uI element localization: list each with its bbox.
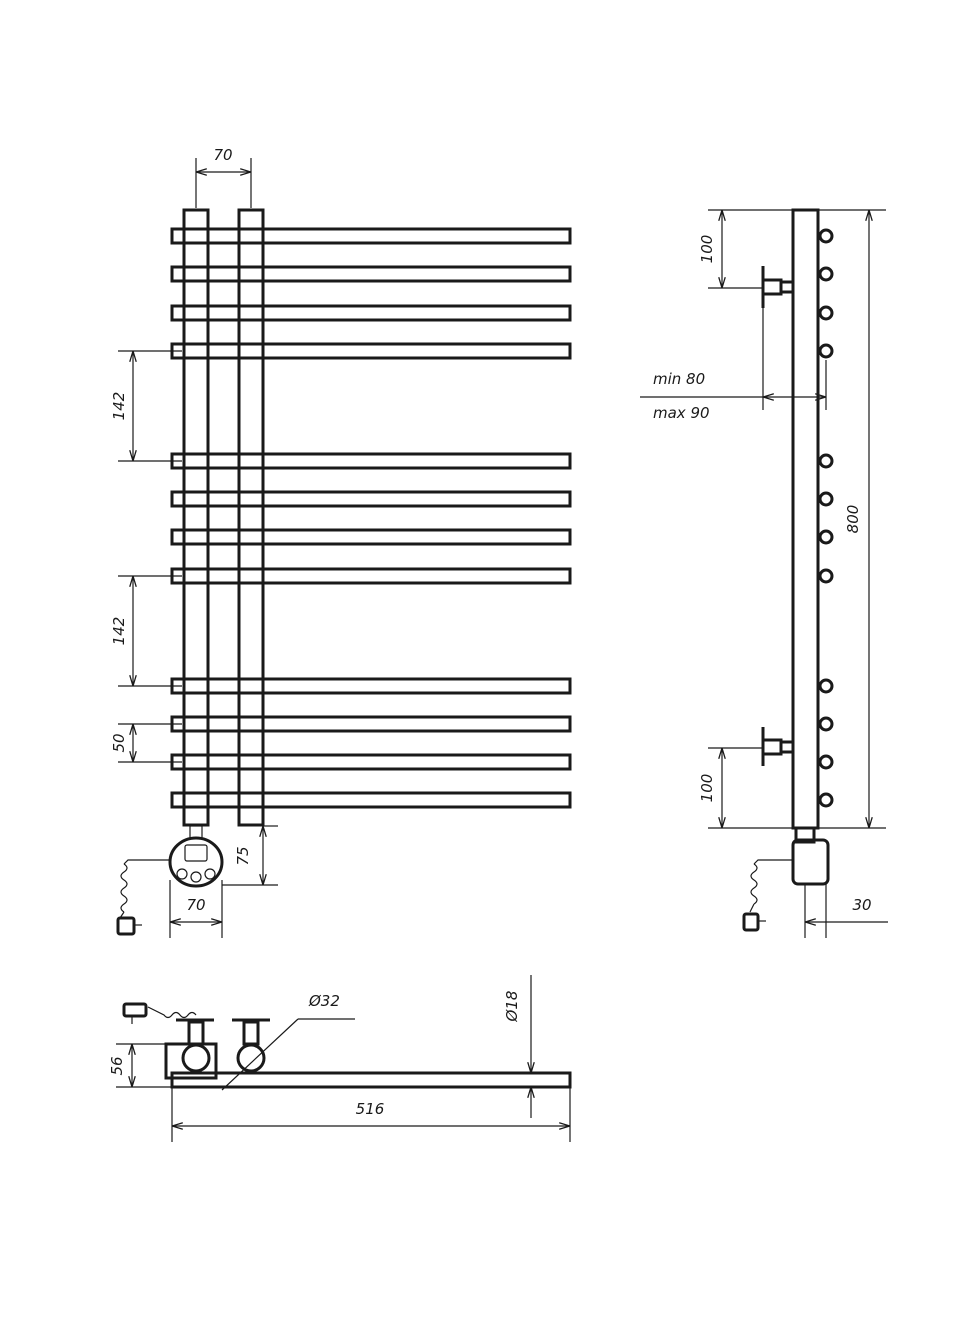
dim-side-valve-bottom: 100	[698, 774, 716, 803]
plan-valves	[176, 1018, 270, 1046]
side-bar-end-2	[818, 266, 834, 282]
side-bar-end-4	[818, 343, 834, 359]
power-cable-plan	[122, 1002, 197, 1024]
dim-side-wall-min: min 80	[653, 370, 705, 388]
front-bar-9	[170, 677, 572, 695]
power-plug-side-icon	[742, 912, 760, 932]
wall-valve-top	[761, 266, 795, 308]
side-collector	[791, 208, 820, 830]
dim-front-bar-pitch: 50	[110, 733, 128, 752]
front-bar-8	[170, 567, 572, 585]
dim-front-gap-lower: 142	[110, 617, 128, 646]
electric-heater-front	[168, 825, 224, 888]
dim-front-heater-width: 70	[186, 896, 205, 914]
power-plug-icon	[116, 916, 136, 936]
side-bar-end-3	[818, 305, 834, 321]
front-bar-11	[170, 753, 572, 771]
side-bar-end-6	[818, 491, 834, 507]
dim-plan-bar-diameter: Ø18	[503, 991, 521, 1023]
front-bar-4	[170, 342, 572, 360]
dim-side-valve-top: 100	[698, 235, 716, 264]
front-bar-5	[170, 452, 572, 470]
dim-front-gap-upper: 142	[110, 392, 128, 421]
front-bars	[170, 227, 572, 809]
power-plug-plan-icon	[122, 1002, 148, 1018]
front-bar-7	[170, 528, 572, 546]
side-bar-end-10	[818, 716, 834, 732]
dim-side-heater-depth: 30	[852, 896, 871, 914]
front-bar-2	[170, 265, 572, 283]
side-bar-ends	[818, 228, 834, 808]
power-cable-front	[116, 859, 170, 936]
side-bar-end-11	[818, 754, 834, 770]
front-right-collector	[237, 208, 265, 827]
side-bar-end-8	[818, 568, 834, 584]
front-bar-12	[170, 791, 572, 809]
front-view: 70 142 142 50 75 70	[110, 146, 572, 938]
front-bar-1	[170, 227, 572, 245]
dim-front-bottom-offset: 75	[234, 846, 252, 865]
plan-collector-right	[236, 1043, 266, 1073]
dim-side-height: 800	[844, 505, 862, 534]
dim-plan-width: 516	[356, 1100, 385, 1118]
plan-view: Ø32 Ø18 56 516	[108, 975, 572, 1142]
wall-valve-bottom	[761, 727, 795, 766]
side-bar-end-1	[818, 228, 834, 244]
electric-heater-side	[742, 826, 830, 932]
side-bar-end-9	[818, 678, 834, 694]
side-bar-end-5	[818, 453, 834, 469]
side-bar-end-7	[818, 529, 834, 545]
dim-plan-pipe-diameter: Ø32	[308, 992, 340, 1010]
dim-side-wall-max: max 90	[653, 404, 710, 422]
front-left-collector	[182, 208, 210, 827]
plan-collector-left	[181, 1043, 211, 1073]
dim-plan-height: 56	[108, 1056, 126, 1075]
front-bar-10	[170, 715, 572, 733]
side-view: 100 min 80 max 90 800 100 30	[640, 208, 888, 938]
front-bar-6	[170, 490, 572, 508]
side-bar-end-12	[818, 792, 834, 808]
dim-front-top-spacing: 70	[213, 146, 232, 164]
front-bar-3	[170, 304, 572, 322]
plan-bar	[170, 1071, 572, 1089]
